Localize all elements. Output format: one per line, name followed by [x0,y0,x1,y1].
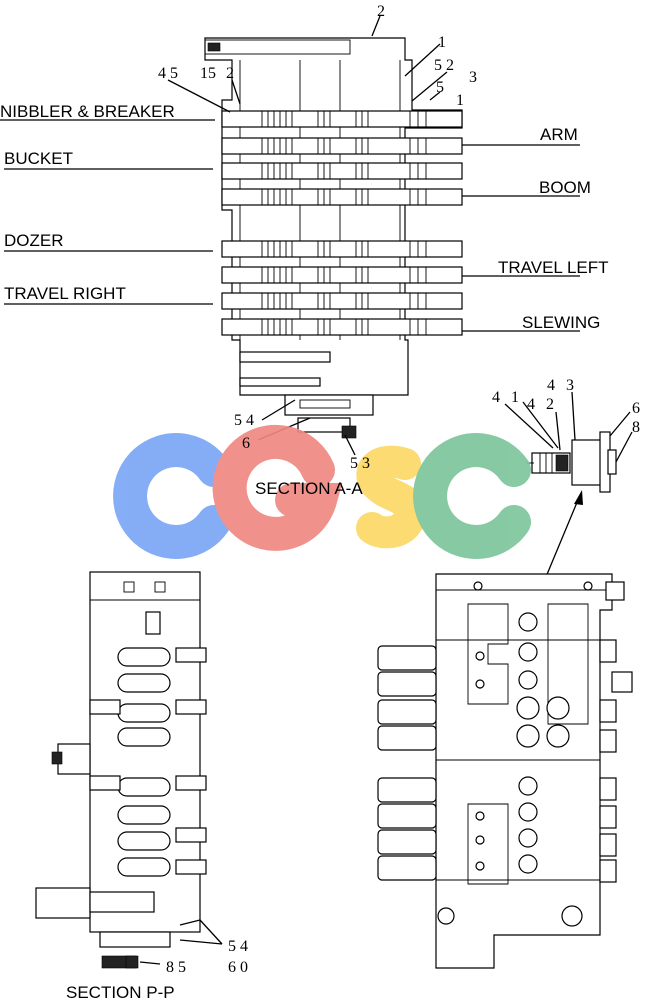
callout-number: 4 [527,396,535,413]
callout-number: 2 [546,396,554,413]
callout-number: 4 5 [158,65,178,82]
label-dozer: DOZER [4,231,64,250]
spool-rows [221,110,463,336]
label-bucket: BUCKET [4,149,73,168]
section-aa-callouts: 2 1 4 5 15 2 5 2 5 1 3 5 4 6 5 3 [158,3,477,472]
section-aa-leaders [0,15,580,456]
detail-drawing [504,391,633,621]
section-aa-labels: NIBBLER & BREAKER BUCKET DOZER TRAVEL RI… [0,102,609,498]
callout-number: 3 [469,69,477,86]
callout-number: 2 [226,65,234,82]
label-slewing: SLEWING [522,313,600,332]
section-pp-title: SECTION P-P [66,983,175,1000]
callout-number: 5 2 [434,57,454,74]
callout-number: 1 [511,389,519,406]
label-travel-right: TRAVEL RIGHT [4,284,126,303]
callout-number: 1 [438,34,446,51]
section-aa-drawing [204,37,463,439]
callout-number: 5 4 [228,938,248,955]
callout-number: 5 3 [350,455,370,472]
valve-exterior-drawing [377,573,633,969]
callout-number: 2 [377,3,385,20]
label-nibbler-breaker: NIBBLER & BREAKER [0,102,175,121]
right-ports [599,639,617,883]
callout-number: 6 [632,400,640,417]
callout-number: 5 [436,79,444,96]
callout-number: 1 [456,92,464,109]
label-boom: BOOM [539,178,591,197]
callout-number: 6 [242,435,250,452]
label-travel-left: TRAVEL LEFT [498,258,609,277]
callout-number: 4 [492,389,500,406]
section-aa-title: SECTION A-A [255,479,363,498]
watermark-g-letter [212,424,343,551]
callout-number: 15 [200,65,216,82]
section-pp-drawing [35,571,223,969]
watermark-c2-letter [413,433,531,559]
callout-number: 6 0 [228,959,248,976]
watermark-logo [113,424,531,559]
pp-side-parts [89,647,207,875]
section-pp-labels: 5 4 6 0 8 5 SECTION P-P [66,938,248,1000]
label-arm: ARM [540,125,578,144]
callout-number: 5 4 [234,412,254,429]
callout-number: 8 [632,419,640,436]
center-ports [437,581,593,927]
pp-slots [117,647,171,877]
callout-number: 8 5 [166,959,186,976]
watermark-s-letter [356,445,426,549]
callout-number: 3 [566,377,574,394]
watermark-c-letter [113,433,231,559]
detail-callouts: 4 1 4 2 4 3 6 8 [492,377,640,436]
callout-number: 4 [547,377,555,394]
left-ports [377,645,437,881]
